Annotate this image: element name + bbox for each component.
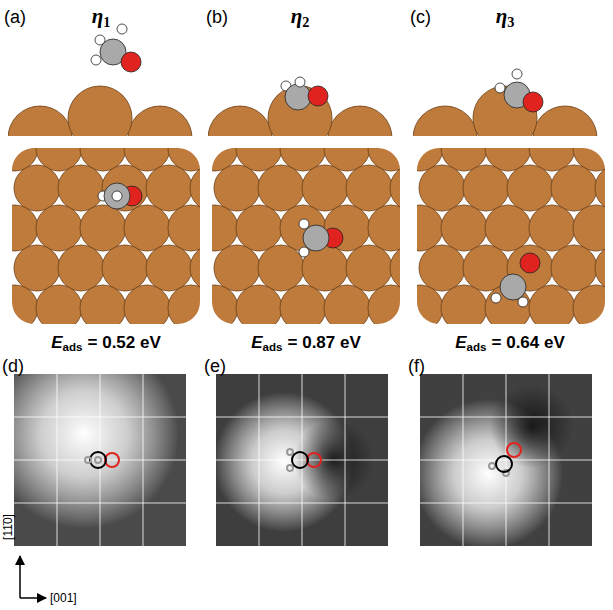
axis-label-text: [001]	[50, 591, 77, 605]
eta-label-text: 3	[507, 14, 514, 30]
panel-label: (c)	[410, 8, 431, 26]
axis-arrows	[20, 556, 46, 598]
energy-label: Eads = 0.52 eV	[51, 334, 161, 354]
energy-label-text: = 0.87 eV	[288, 333, 361, 352]
axis-label-text: [11̄0]	[1, 514, 15, 540]
panel-label: (d)	[2, 357, 24, 375]
panel-label-text: (e)	[204, 356, 226, 376]
energy-label-text: ads	[263, 341, 283, 353]
eta-label: η3	[496, 6, 515, 30]
eta-label-text: η	[496, 4, 508, 28]
panel-label: (f)	[408, 357, 425, 375]
panel-label-text: (b)	[206, 7, 228, 27]
axis-label: [001]	[50, 592, 77, 604]
surface-top-view	[12, 148, 200, 324]
eta-label-text: η	[92, 4, 104, 28]
energy-label: Eads = 0.64 eV	[455, 334, 565, 354]
panel-label-text: (d)	[2, 356, 24, 376]
energy-label-text: ads	[63, 341, 83, 353]
stm-image	[420, 374, 592, 546]
panel-label-text: (c)	[410, 7, 431, 27]
eta-label-text: 2	[302, 14, 309, 30]
energy-label-text: E	[251, 333, 262, 352]
energy-label-text: = 0.64 eV	[492, 333, 565, 352]
surface-top-view	[417, 148, 605, 324]
energy-label-text: = 0.52 eV	[88, 333, 161, 352]
panel-label: (a)	[4, 8, 26, 26]
panel-label-text: (a)	[4, 7, 26, 27]
energy-label-text: ads	[467, 341, 487, 353]
eta-label: η2	[291, 6, 310, 30]
panel-label-text: (f)	[408, 356, 425, 376]
panel-label: (e)	[204, 357, 226, 375]
panel-label: (b)	[206, 8, 228, 26]
eta-label: η1	[92, 6, 111, 30]
stm-image	[216, 374, 388, 546]
energy-label-text: E	[455, 333, 466, 352]
surface-top-view	[212, 148, 400, 324]
stm-image	[14, 374, 186, 546]
eta-label-text: 1	[103, 14, 110, 30]
energy-label-text: E	[51, 333, 62, 352]
surface-side-view	[8, 86, 192, 136]
axis-label: [11̄0]	[2, 514, 14, 540]
molecule-models	[91, 24, 543, 307]
energy-label: Eads = 0.87 eV	[251, 334, 361, 354]
eta-label-text: η	[291, 4, 303, 28]
